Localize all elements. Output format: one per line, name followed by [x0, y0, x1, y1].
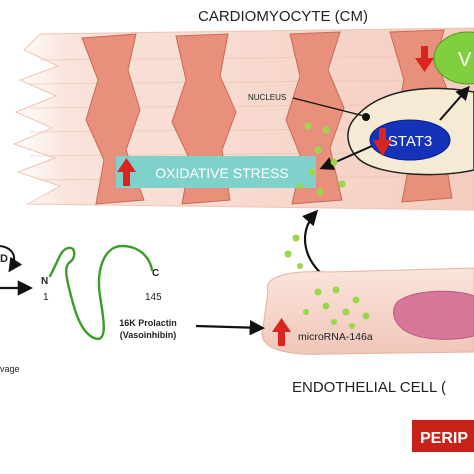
- stat3-ellipse: [369, 119, 451, 161]
- nucleus-label: NUCLEUS: [248, 93, 286, 102]
- peripartum-box: [412, 420, 474, 452]
- microrna-dots-cardiomyocyte: [297, 122, 346, 196]
- increase-arrow-oxidative: [117, 158, 136, 186]
- decrease-arrow-vegf: [415, 46, 434, 72]
- oxidative-stress-label: OXIDATIVE STRESS: [155, 165, 289, 181]
- microrna-dots-endothelial: [303, 286, 370, 329]
- prolactin-name-line1: 16K Prolactin: [119, 318, 177, 328]
- stat3-label: STAT3: [388, 133, 432, 150]
- endothelial-title: ENDOTHELIAL CELL (: [292, 379, 446, 396]
- microrna-label: microRNA-146a: [298, 331, 373, 343]
- peripartum-label: PERIP: [420, 430, 468, 447]
- nucleus-pointer-dot: [362, 113, 370, 121]
- cleavage-fragment-label: vage: [0, 364, 20, 374]
- vegf-label: V: [458, 49, 472, 71]
- prolactin-left-letter: D: [0, 253, 8, 265]
- arrow-stat3-to-oxidative: [319, 145, 373, 170]
- decrease-arrow-stat3: [373, 128, 392, 156]
- arrow-stat3-to-vegf: [439, 85, 470, 121]
- endothelial-nucleus: [393, 290, 474, 340]
- oxidative-stress-box: [116, 156, 316, 188]
- n-terminus-number: 1: [43, 292, 49, 303]
- c-terminus-number: 145: [145, 292, 162, 303]
- nucleus-pointer: [292, 97, 365, 117]
- arrow-cleavage-curve: [0, 245, 23, 273]
- c-terminus-label: C: [152, 268, 159, 279]
- arrow-endothelium-to-cardiomyocyte: [302, 209, 327, 279]
- increase-arrow-microrna: [272, 318, 291, 346]
- arrow-prolactin-to-endothelium: [195, 319, 266, 336]
- microrna-dots-transit: [284, 234, 303, 269]
- n-terminus-label: N: [41, 276, 48, 287]
- prolactin-name-line2: (Vasoinhibin): [120, 330, 177, 340]
- cardiomyocyte-title: CARDIOMYOCYTE (CM): [198, 8, 368, 25]
- prolactin-chain: [48, 244, 154, 341]
